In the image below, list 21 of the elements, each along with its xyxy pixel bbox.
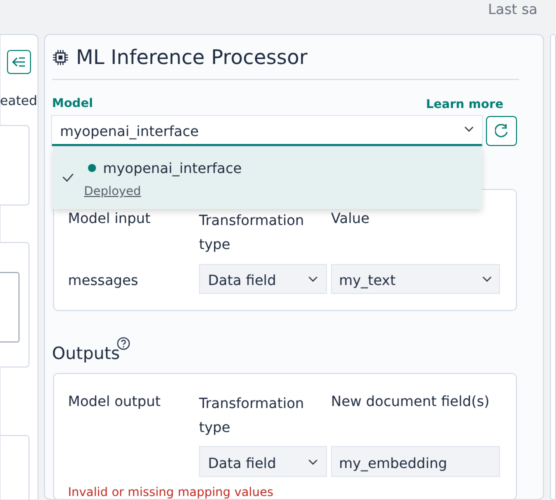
option-text: myopenai_interface — [103, 160, 242, 179]
status-text: eated — [0, 93, 38, 111]
column-header: Value — [331, 210, 370, 229]
selected-value: Data field — [208, 272, 276, 291]
selected-value: myopenai_interface — [60, 123, 199, 142]
status-text: Last sa — [488, 1, 538, 20]
column-header: New document field(s) — [331, 393, 490, 412]
selected-value: Data field — [208, 455, 276, 474]
column-header: Transformation type — [199, 395, 306, 438]
column-header: Transformation type — [199, 212, 306, 255]
selected-value: my_text — [339, 272, 396, 291]
status-link: Deployed — [84, 183, 142, 200]
help-link: Learn more — [426, 96, 504, 113]
field-name: messages — [68, 272, 138, 291]
error-message: Invalid or missing mapping values — [68, 484, 274, 500]
column-header: Model input — [68, 210, 150, 229]
panel-heading: ML Inference Processor — [76, 44, 308, 70]
section-heading: Outputs — [52, 343, 120, 366]
field-label: Model — [52, 95, 94, 112]
column-header: Model output — [68, 393, 161, 412]
field-value: my_embedding — [339, 455, 448, 474]
